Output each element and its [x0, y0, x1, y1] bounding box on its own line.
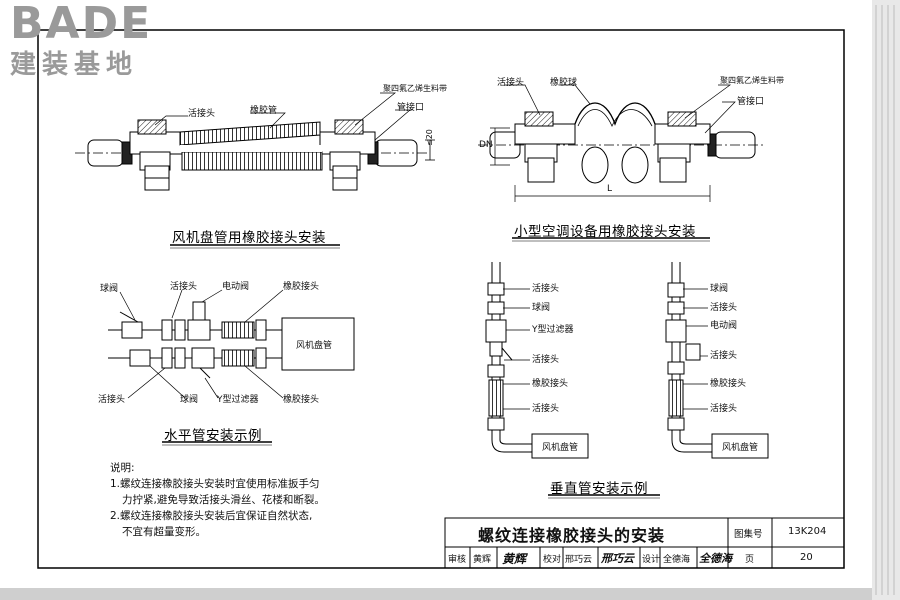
- notes-title: 说明:: [110, 462, 135, 474]
- drawing-title: 螺纹连接橡胶接头的安装: [478, 526, 666, 545]
- drawing-frame: [37, 29, 845, 569]
- label-union: 活接头: [188, 109, 216, 119]
- label-vertical-left-2: 球阀: [532, 303, 551, 313]
- fan-coil-joint-diagram: [75, 92, 435, 191]
- caption-underlines: [162, 237, 710, 499]
- label-vertical-left-1: 活接头: [532, 284, 560, 294]
- paper-sheet: [0, 0, 872, 590]
- label-vertical-right-2: 活接头: [710, 303, 738, 313]
- label-rubber-pipe: 橡胶管: [250, 106, 278, 116]
- label-length: L: [607, 184, 613, 194]
- checker-signature: 邢巧云: [601, 552, 634, 565]
- brand-logo: BADE: [10, 0, 153, 49]
- label-vertical-left-5: 橡胶接头: [532, 379, 569, 389]
- label-pipe-thread: 管接口: [397, 103, 425, 113]
- label-y-filter: Y型过滤器: [217, 395, 259, 405]
- small-ac-joint-diagram: [478, 84, 765, 202]
- label-union-bottom: 活接头: [98, 395, 126, 405]
- caption-small-ac: 小型空调设备用橡胶接头安装: [514, 224, 696, 240]
- label-vertical-right-5: 橡胶接头: [710, 379, 747, 389]
- label-ptfe-tape: 聚四氟乙烯生料带: [383, 84, 447, 93]
- checker-name: 邢巧云: [565, 555, 593, 565]
- reviewer-name: 黄辉: [473, 555, 492, 565]
- label-vertical-right-box: 风机盘管: [722, 443, 759, 453]
- page-label: 页: [745, 555, 755, 565]
- label-vertical-right-1: 球阀: [710, 284, 729, 294]
- atlas-label: 图集号: [734, 529, 763, 540]
- notes-line-4: 不宜有超量变形。: [122, 526, 206, 538]
- vertical-install-left-diagram: [485, 262, 589, 459]
- label-pipe-thread: 管接口: [737, 97, 765, 107]
- label-ball-valve-top: 球阀: [100, 284, 119, 294]
- label-union: 活接头: [497, 78, 525, 88]
- label-rubber-joint-bottom: 橡胶接头: [283, 395, 320, 405]
- label-union-top: 活接头: [170, 282, 198, 292]
- designer-name: 全德海: [663, 555, 691, 565]
- label-ball-valve-bottom: 球阀: [180, 395, 199, 405]
- review-label: 审核: [448, 555, 467, 565]
- page-number: 20: [800, 552, 813, 563]
- label-vertical-left-3: Y型过滤器: [532, 325, 574, 335]
- caption-horizontal: 水平管安装示例: [164, 428, 262, 444]
- vertical-install-right-diagram: [665, 262, 769, 459]
- notes-line-2: 力拧紧,避免导致活接头滑丝、花楼和断裂。: [122, 494, 325, 506]
- notes-line-1: 1.螺纹连接橡胶接头安装时宜使用标准扳手匀: [110, 478, 320, 490]
- brand-logo-subtitle: 建装基地: [10, 50, 139, 80]
- notes-line-3: 2.螺纹连接橡胶接头安装后宜保证自然状态,: [110, 510, 313, 522]
- page-stack-edge: [870, 0, 900, 600]
- label-vertical-left-6: 活接头: [532, 404, 560, 414]
- label-motor-valve: 电动阀: [222, 282, 250, 292]
- atlas-number: 13K204: [788, 526, 827, 537]
- label-rubber-ball: 橡胶球: [550, 78, 578, 88]
- label-vertical-left-4: 活接头: [532, 355, 560, 365]
- design-label: 设计: [642, 555, 661, 565]
- label-dn: DN: [479, 140, 493, 150]
- check-label: 校对: [543, 555, 562, 565]
- label-dimension: ≤20: [425, 129, 434, 146]
- label-vertical-left-box: 风机盘管: [542, 443, 579, 453]
- title-block-frame: [444, 517, 845, 569]
- label-rubber-joint-top: 橡胶接头: [283, 282, 320, 292]
- horizontal-install-diagram: [108, 289, 355, 399]
- designer-signature: 全德海: [699, 552, 732, 565]
- reviewer-signature: 黄辉: [502, 552, 527, 566]
- label-vertical-right-6: 活接头: [710, 404, 738, 414]
- label-vertical-right-3: 电动阀: [710, 321, 738, 331]
- caption-fan-coil: 风机盘管用橡胶接头安装: [172, 230, 326, 246]
- label-vertical-right-4: 活接头: [710, 351, 738, 361]
- label-ptfe-tape: 聚四氟乙烯生料带: [720, 76, 784, 85]
- label-fan-coil-box: 风机盘管: [296, 341, 333, 351]
- caption-vertical: 垂直管安装示例: [550, 481, 648, 497]
